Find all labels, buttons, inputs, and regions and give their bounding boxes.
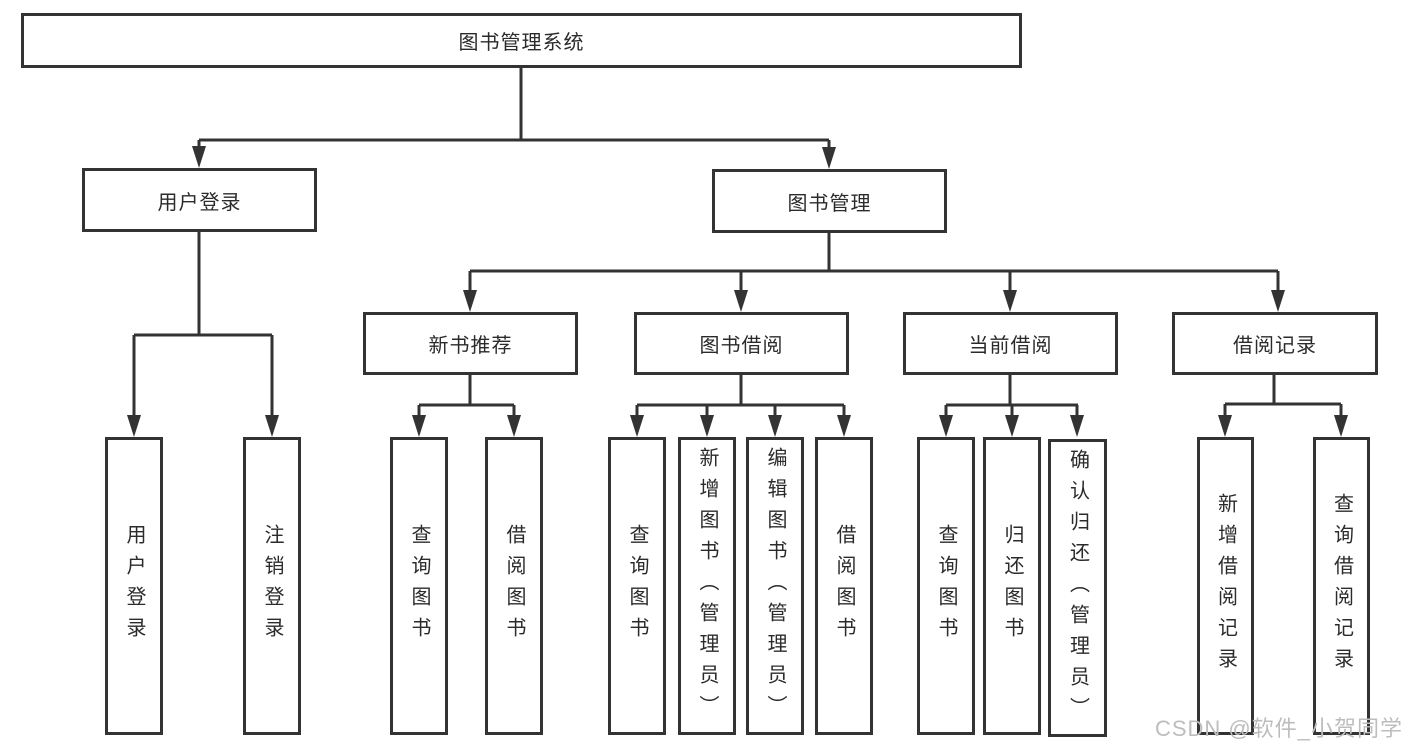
group-new-book-recommend: 新书推荐 bbox=[363, 312, 578, 375]
leaf-logout: 注销登录 bbox=[243, 437, 301, 735]
group-current-borrow-label: 当前借阅 bbox=[968, 335, 1053, 357]
leaf-query-books-current: 查询图书 bbox=[917, 437, 975, 735]
branch-user-login-label: 用户登录 bbox=[157, 191, 242, 214]
leaf-return-books: 归还图书 bbox=[983, 437, 1041, 735]
group-new-book-recommend-label: 新书推荐 bbox=[428, 335, 513, 357]
group-borrow-records-label: 借阅记录 bbox=[1233, 335, 1317, 357]
root-node-label: 图书管理系统 bbox=[458, 32, 585, 54]
branch-book-management: 图书管理 bbox=[712, 169, 947, 233]
group-book-borrow-label: 图书借阅 bbox=[699, 335, 784, 357]
group-borrow-records: 借阅记录 bbox=[1172, 312, 1378, 375]
branch-user-login: 用户登录 bbox=[82, 168, 317, 232]
csdn-watermark: CSDN @软件_小贺同学 bbox=[1154, 716, 1403, 741]
branch-book-management-label: 图书管理 bbox=[787, 192, 872, 215]
group-book-borrow: 图书借阅 bbox=[634, 312, 849, 375]
leaf-confirm-return-admin: 确认归还（管理员） bbox=[1048, 439, 1107, 737]
leaf-query-books-borrow: 查询图书 bbox=[608, 437, 666, 735]
group-current-borrow: 当前借阅 bbox=[903, 312, 1118, 375]
leaf-add-borrow-record: 新增借阅记录 bbox=[1197, 437, 1254, 735]
root-node-library-system: 图书管理系统 bbox=[21, 13, 1022, 68]
leaf-user-login: 用户登录 bbox=[105, 437, 163, 735]
leaf-add-books-admin: 新增图书（管理员） bbox=[678, 437, 736, 735]
leaf-query-books-recommend: 查询图书 bbox=[390, 437, 448, 735]
leaf-borrow-books: 借阅图书 bbox=[815, 437, 873, 735]
leaf-query-borrow-record: 查询借阅记录 bbox=[1313, 437, 1370, 735]
arrowhead-icons bbox=[127, 146, 1348, 437]
leaf-borrow-books-recommend: 借阅图书 bbox=[485, 437, 543, 735]
leaf-edit-books-admin: 编辑图书（管理员） bbox=[746, 437, 804, 735]
